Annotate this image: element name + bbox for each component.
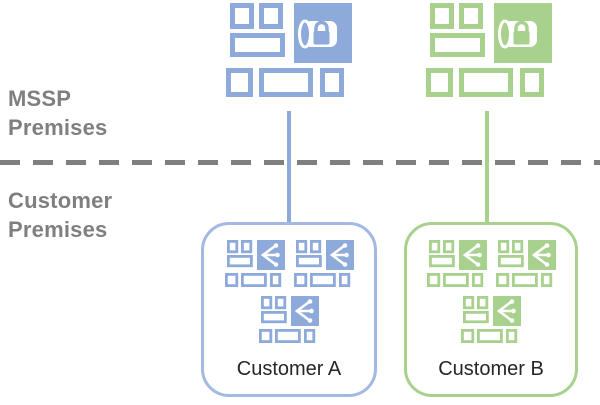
premises-boundary-dashed-line xyxy=(0,160,600,165)
customer-b-box: Customer B xyxy=(404,222,578,397)
customer-premises-label: Customer Premises xyxy=(8,186,112,244)
firewall-arrow-icon xyxy=(225,240,285,287)
mssp-secure-appliance-icon-a xyxy=(226,3,352,97)
mssp-premises-label-line2: Premises xyxy=(8,115,108,140)
customer-b-label: Customer B xyxy=(438,358,544,380)
connector-line-customer-a xyxy=(287,111,291,223)
customer-premises-label-line2: Premises xyxy=(8,217,108,242)
firewall-arrow-icon xyxy=(259,296,319,343)
firewall-arrow-icon xyxy=(496,240,556,287)
mssp-premises-label: MSSP Premises xyxy=(8,84,107,142)
mssp-premises-label-line1: MSSP xyxy=(8,86,72,111)
customer-a-label: Customer A xyxy=(236,358,342,380)
customer-b-appliances xyxy=(407,225,575,343)
connector-line-customer-b xyxy=(485,111,489,223)
mssp-secure-appliance-icon-b xyxy=(426,3,552,97)
firewall-arrow-icon xyxy=(294,240,354,287)
customer-premises-label-line1: Customer xyxy=(8,188,113,213)
firewall-arrow-icon xyxy=(427,240,487,287)
customer-a-appliances xyxy=(204,225,374,343)
customer-a-box: Customer A xyxy=(201,222,377,397)
firewall-arrow-icon xyxy=(461,296,521,343)
